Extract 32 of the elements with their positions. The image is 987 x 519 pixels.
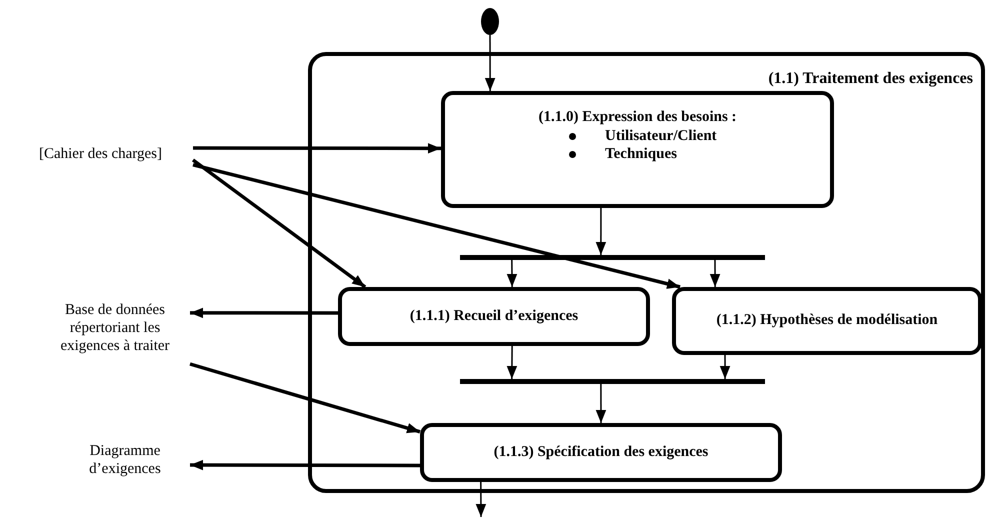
arrow — [190, 362, 420, 434]
activity-state-box — [441, 91, 834, 208]
state-title: (1.1) Traitement des exigences — [768, 70, 973, 88]
state-label: (1.1.0) Expression des besoins : — [538, 109, 737, 126]
arrow — [506, 346, 518, 379]
state-label: (1.1.1) Recueil d’exigences — [410, 308, 578, 326]
bullet-item: Techniques — [565, 146, 717, 163]
bullet-item: Utilisateur/Client — [565, 128, 717, 146]
arrow — [476, 482, 486, 517]
arrow — [596, 208, 606, 255]
state-label: (1.1.2) Hypothèses de modélisation — [716, 312, 938, 330]
arrow — [190, 308, 338, 318]
artifact-label: Diagramme d’exigences — [60, 437, 190, 483]
arrow — [506, 260, 518, 287]
arrow — [193, 143, 441, 154]
artifact-label: [Cahier des charges] — [8, 142, 193, 166]
activity-state-box — [338, 287, 650, 346]
arrow — [192, 163, 680, 289]
activity-state-box — [420, 423, 782, 482]
artifact-label: Base de données répertoriant les exigences à traiter — [40, 292, 190, 364]
synchronization-bar — [460, 379, 765, 384]
arrow — [190, 460, 420, 470]
arrow — [710, 260, 720, 287]
composite-state-frame — [308, 52, 985, 493]
arrow — [484, 35, 496, 91]
state-label: (1.1.3) Spécification des exigences — [494, 444, 708, 462]
initial-state-dot — [481, 8, 499, 35]
synchronization-bar — [460, 255, 765, 260]
activity-state-box — [672, 287, 982, 355]
arrow — [596, 384, 606, 423]
arrow — [192, 158, 366, 288]
arrow — [720, 355, 730, 379]
